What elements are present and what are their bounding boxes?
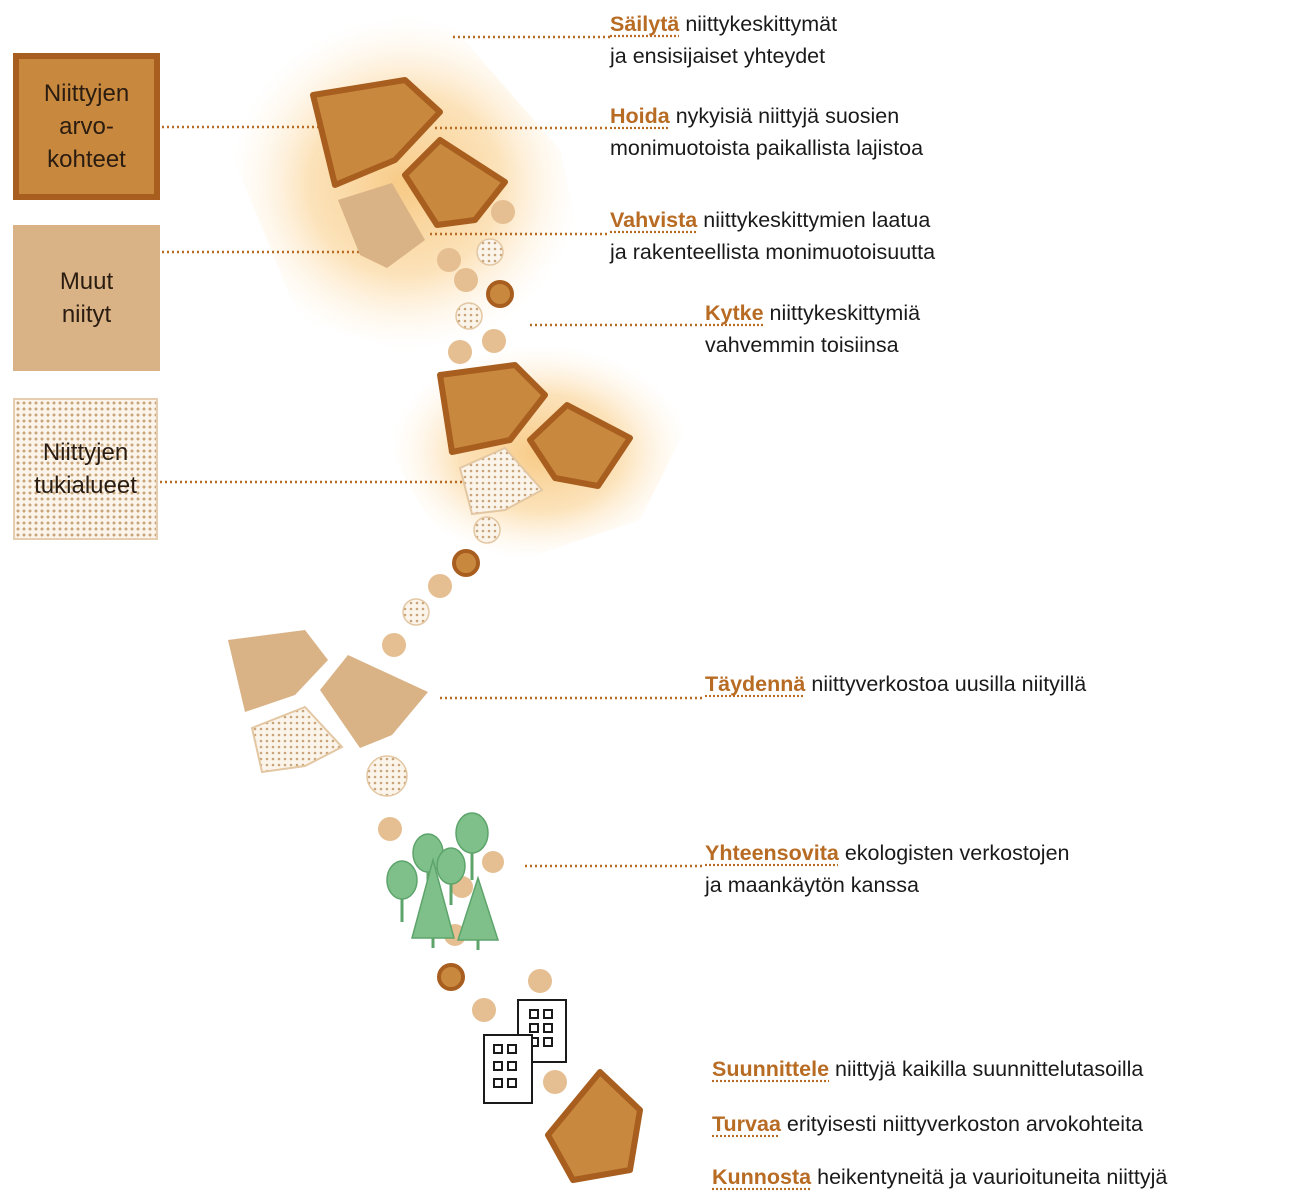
stepping-stone: [382, 633, 406, 657]
action-yhteensovita: Yhteensovita ekologisten verkostojen ja …: [705, 837, 1070, 901]
action-text-line2: vahvemmin toisiinsa: [705, 333, 899, 357]
leader-lines: [160, 35, 705, 868]
stepping-stone: [448, 340, 472, 364]
action-text: niittykeskittymiä: [769, 301, 921, 325]
legend-other-meadows: Muut niityt: [13, 225, 160, 371]
stepping-stones: [382, 516, 501, 657]
action-text: niittykeskittymien laatua: [703, 208, 931, 232]
action-text: erityisesti niittyverkoston arvokohteita: [786, 1112, 1143, 1136]
action-text: nykyisiä niittyjä suosien: [675, 104, 900, 128]
stepping-stone: [472, 998, 496, 1022]
action-text: heikentyneitä ja vaurioituneita niittyjä: [817, 1165, 1168, 1189]
action-kunnosta: Kunnosta heikentyneitä ja vaurioituneita…: [712, 1161, 1167, 1193]
other-meadow-patch: [228, 630, 328, 712]
support-patch: [250, 705, 344, 774]
action-verb: Yhteensovita: [705, 841, 839, 865]
action-verb: Vahvista: [610, 208, 698, 232]
stepping-stone-support: [473, 516, 501, 544]
value-patch: [545, 1069, 643, 1183]
trees-icon: [386, 812, 504, 950]
legend-support-label: Niittyjen tukialueet: [34, 439, 137, 499]
value-patch: [310, 77, 443, 188]
stepping-stone-support: [366, 755, 408, 797]
buildings-icon: [483, 999, 567, 1104]
legend-support-areas: Niittyjen tukialueet: [13, 398, 158, 540]
action-text: niittykeskittymät: [685, 12, 838, 36]
stepping-stone: [437, 248, 461, 272]
other-meadow-patch: [320, 655, 428, 748]
action-turvaa: Turvaa erityisesti niittyverkoston arvok…: [712, 1108, 1143, 1140]
stepping-stone-support: [476, 238, 504, 266]
stepping-stone: [378, 817, 402, 841]
glow-area-upper: [230, 18, 580, 350]
stepping-stone-support: [455, 302, 483, 330]
action-verb: Hoida: [610, 104, 670, 128]
action-text: niittyverkostoa uusilla niityillä: [811, 672, 1087, 696]
stepping-stones: [437, 200, 515, 364]
stepping-stone-value: [437, 963, 465, 991]
stepping-stone-value: [486, 280, 514, 308]
value-patch: [402, 137, 508, 228]
value-patch: [437, 362, 548, 455]
action-hoida: Hoida nykyisiä niittyjä suosien monimuot…: [610, 100, 923, 164]
stepping-stone: [454, 268, 478, 292]
stepping-stone: [491, 200, 515, 224]
action-verb: Täydennä: [705, 672, 806, 696]
stepping-stone: [543, 1070, 567, 1094]
action-text: ekologisten verkostojen: [844, 841, 1070, 865]
stepping-stone-value: [452, 549, 480, 577]
legend-value-label: Niittyjen arvo- kohteet: [43, 80, 130, 173]
action-text-line2: ja maankäytön kanssa: [705, 873, 919, 897]
action-text-line2: ja rakenteellista monimuotoisuutta: [610, 240, 936, 264]
action-verb: Kytke: [705, 301, 764, 325]
action-taydenna: Täydennä niittyverkostoa uusilla niityil…: [705, 668, 1086, 700]
stepping-stone: [482, 329, 506, 353]
action-suunnittele: Suunnittele niittyjä kaikilla suunnittel…: [712, 1053, 1143, 1085]
action-verb: Suunnittele: [712, 1057, 830, 1081]
legend-value-sites: Niittyjen arvo- kohteet: [13, 53, 160, 200]
action-text-line2: monimuotoista paikallista lajistoa: [610, 136, 924, 160]
stepping-stone: [428, 574, 452, 598]
action-text-line2: ja ensisijaiset yhteydet: [610, 44, 826, 68]
action-verb: Säilytä: [610, 12, 680, 36]
action-sailyta: Säilytä niittykeskittymät ja ensisijaise…: [610, 8, 837, 72]
action-text: niittyjä kaikilla suunnittelutasoilla: [835, 1057, 1144, 1081]
legend-other-label: Muut niityt: [59, 268, 114, 328]
stepping-stone: [528, 969, 552, 993]
value-patch: [527, 402, 633, 489]
action-vahvista: Vahvista niittykeskittymien laatua ja ra…: [610, 204, 935, 268]
action-kytke: Kytke niittykeskittymiä vahvemmin toisii…: [705, 297, 920, 361]
other-meadow-patch: [338, 183, 425, 268]
support-patch: [458, 446, 544, 516]
action-verb: Kunnosta: [712, 1165, 812, 1189]
stepping-stone-support: [402, 598, 430, 626]
action-verb: Turvaa: [712, 1112, 781, 1136]
